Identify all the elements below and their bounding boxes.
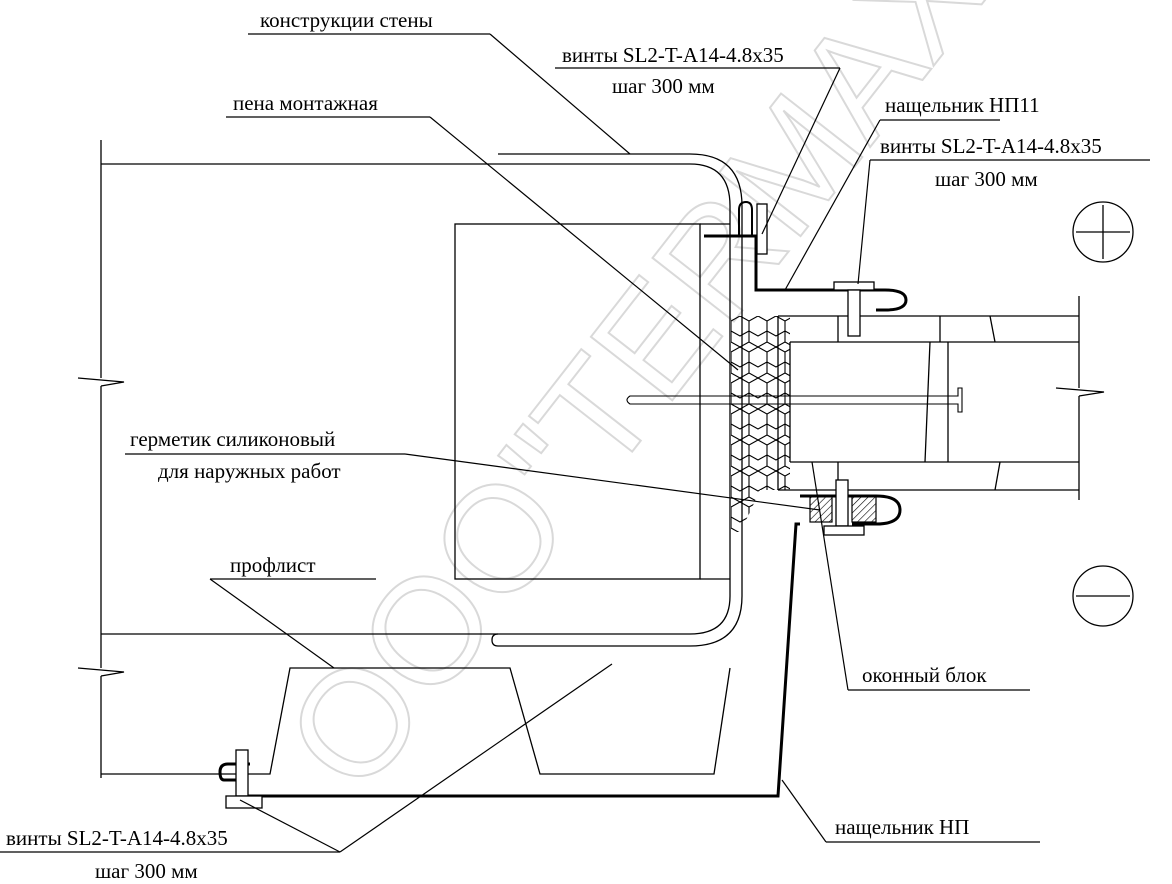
label-flashing-np11: нащельник НП11 — [885, 93, 1040, 117]
screw-right — [833, 281, 875, 337]
label-flashing-np: нащельник НП — [835, 815, 969, 839]
label-wall-construction: конструкции стены — [260, 8, 433, 32]
watermark: ООО"TERMAX" — [253, 0, 1051, 820]
label-screws-right-step: шаг 300 мм — [935, 167, 1038, 191]
label-screws-top-step: шаг 300 мм — [612, 74, 715, 98]
label-screws-bottom-step: шаг 300 мм — [95, 859, 198, 883]
plus-sign-icon — [1072, 201, 1134, 263]
label-screws-right: винты SL2-T-A14-4.8x35 — [880, 134, 1102, 158]
label-sealant-line1: герметик силиконовый — [130, 427, 335, 451]
minus-sign-icon — [1072, 565, 1134, 627]
screw-top — [756, 203, 768, 255]
wall-structure — [77, 140, 743, 778]
sealant — [809, 495, 877, 523]
profiled-sheet — [101, 667, 731, 775]
leader-lines — [0, 33, 1150, 853]
label-sealant-line2: для наружных работ — [158, 459, 341, 483]
labels: конструкции стены винты SL2-T-A14-4.8x35… — [6, 8, 1102, 883]
label-screws-top: винты SL2-T-A14-4.8x35 — [562, 43, 784, 67]
window-block — [626, 296, 1105, 500]
screw-bottom-window — [823, 479, 865, 536]
flashing-np11 — [704, 200, 908, 312]
label-window-block: оконный блок — [862, 663, 987, 687]
label-screws-bottom: винты SL2-T-A14-4.8x35 — [6, 826, 228, 850]
label-mounting-foam: пена монтажная — [233, 91, 378, 115]
label-profiled-sheet: профлист — [230, 553, 316, 577]
